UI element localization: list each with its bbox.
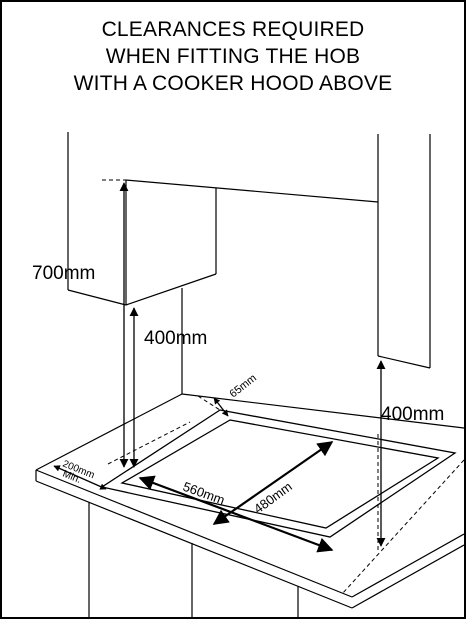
title-line-3: WITH A COOKER HOOD ABOVE [73, 72, 393, 95]
rear-clearance-label: 65mm [227, 372, 258, 400]
wall-outline [67, 132, 431, 394]
title-line-1: CLEARANCES REQUIRED [101, 18, 365, 41]
title-line-2: WHEN FITTING THE HOB [105, 45, 361, 68]
dimension-lines [53, 182, 386, 553]
hood-to-hob-label: 400mm [144, 328, 207, 349]
cabinet-panels [88, 502, 299, 617]
hood-height-label: 700mm [32, 263, 95, 284]
front-clearance-dimension [53, 465, 107, 490]
cooker-hood [125, 179, 379, 306]
rear-clearance-dimension [213, 397, 229, 417]
cutout-depth-dimension [212, 441, 334, 525]
worktop [35, 393, 464, 609]
diagram-title: CLEARANCES REQUIRED WHEN FITTING THE HOB… [2, 16, 464, 97]
cutout-width-label: 560mm [181, 479, 227, 508]
side-clearance-label: 400mm [381, 404, 444, 425]
cutout-depth-label: 480mm [251, 479, 295, 517]
cutout-width-dimension [138, 475, 334, 553]
